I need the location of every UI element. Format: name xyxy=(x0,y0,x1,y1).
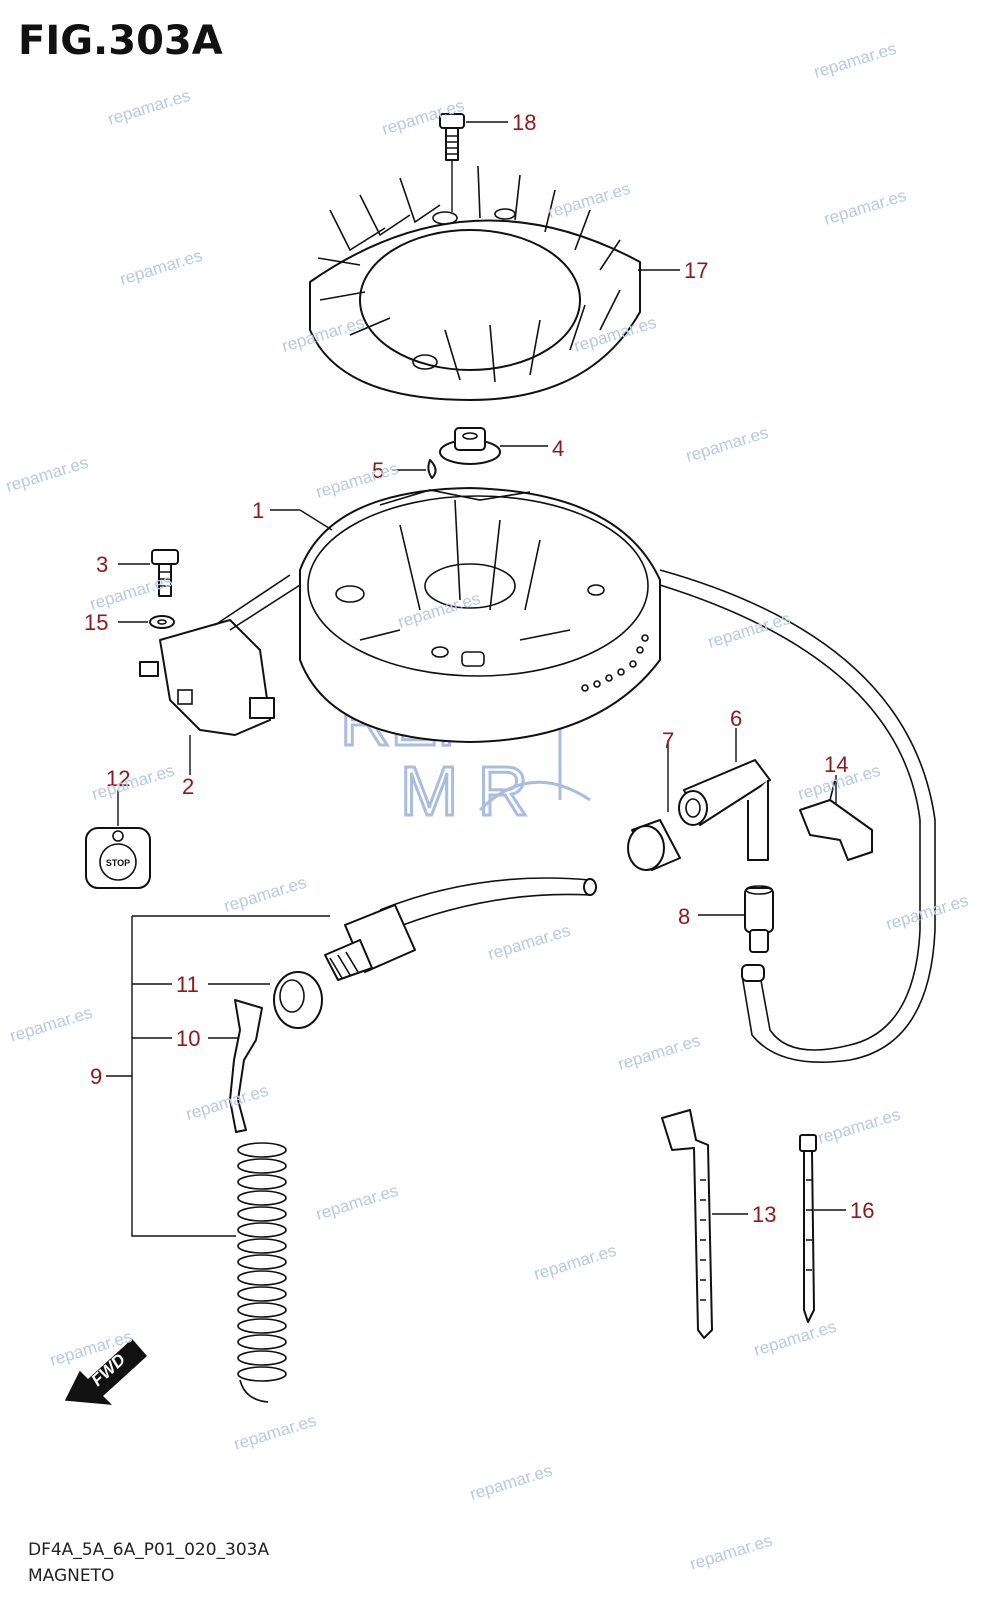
watermark-21: repamar.es xyxy=(616,1031,703,1074)
callout-5: 5 xyxy=(372,458,384,483)
watermark-25: repamar.es xyxy=(532,1241,619,1284)
callout-1: 1 xyxy=(252,498,264,523)
watermark-23: repamar.es xyxy=(816,1105,903,1148)
watermark-11: repamar.es xyxy=(684,423,771,466)
watermark-30: repamar.es xyxy=(688,1531,775,1574)
watermark-9: repamar.es xyxy=(4,453,91,496)
part-3-bolt xyxy=(118,549,179,597)
part-6-grommet-tube xyxy=(678,728,771,861)
watermark-15: repamar.es xyxy=(90,761,177,804)
part-8-sleeve xyxy=(698,885,774,953)
watermark-1: repamar.es xyxy=(106,86,193,129)
part-1-flywheel xyxy=(270,487,661,743)
part-5-key xyxy=(392,459,437,479)
callout-15: 15 xyxy=(84,610,108,635)
watermark-20: repamar.es xyxy=(8,1003,95,1046)
figure-name: MAGNETO xyxy=(28,1566,115,1586)
callout-16: 16 xyxy=(850,1198,874,1223)
watermark-18: repamar.es xyxy=(486,921,573,964)
callout-10: 10 xyxy=(176,1026,200,1051)
watermark-28: repamar.es xyxy=(232,1411,319,1454)
callout-7: 7 xyxy=(662,728,674,753)
bracket-9 xyxy=(106,915,330,1237)
watermark-12: repamar.es xyxy=(88,571,175,614)
watermark-24: repamar.es xyxy=(314,1181,401,1224)
watermark-19: repamar.es xyxy=(884,891,971,934)
watermark-10: repamar.es xyxy=(314,459,401,502)
part-4-nut xyxy=(439,427,548,465)
part-16-cable-tie xyxy=(799,1134,846,1323)
watermark-22: repamar.es xyxy=(184,1081,271,1124)
watermark-14: repamar.es xyxy=(706,609,793,652)
part-7-grommet xyxy=(627,740,681,871)
part-18-bolt xyxy=(439,113,508,161)
stop-label: STOP xyxy=(106,858,130,868)
wire-loop xyxy=(659,584,921,1051)
callout-11: 11 xyxy=(176,972,199,997)
callout-12: 12 xyxy=(106,766,130,791)
callout-2: 2 xyxy=(182,774,194,799)
part-12-stop-plate: STOP xyxy=(85,790,151,889)
callout-14: 14 xyxy=(824,752,848,777)
part-13-cable-tie xyxy=(661,1109,748,1339)
watermark-6: repamar.es xyxy=(118,246,205,289)
watermark-5: repamar.es xyxy=(822,186,909,229)
part-stop-switch xyxy=(324,877,597,981)
watermark-27: repamar.es xyxy=(752,1317,839,1360)
figure-title: FIG.303A xyxy=(18,18,223,64)
watermark-4: repamar.es xyxy=(546,179,633,222)
callout-8: 8 xyxy=(678,904,690,929)
part-11-grommet xyxy=(273,971,323,1029)
callout-17: 17 xyxy=(684,258,708,283)
callout-6: 6 xyxy=(730,706,742,731)
watermark-logo-line2: M R xyxy=(400,752,528,830)
callout-13: 13 xyxy=(752,1202,776,1227)
part-15-washer xyxy=(118,615,175,629)
watermark-17: repamar.es xyxy=(222,873,309,916)
callout-3: 3 xyxy=(96,552,108,577)
part-10-clip-and-cord xyxy=(229,999,287,1403)
part-2-ignition-coil xyxy=(139,574,301,775)
part-14-clamp xyxy=(799,775,873,861)
watermark-3: repamar.es xyxy=(812,39,899,82)
callout-18: 18 xyxy=(512,110,536,135)
callout-4: 4 xyxy=(552,436,564,461)
watermark-29: repamar.es xyxy=(468,1461,555,1504)
figure-code: DF4A_5A_6A_P01_020_303A xyxy=(28,1540,270,1560)
part-17-fan xyxy=(309,160,680,401)
callout-9: 9 xyxy=(90,1064,102,1089)
